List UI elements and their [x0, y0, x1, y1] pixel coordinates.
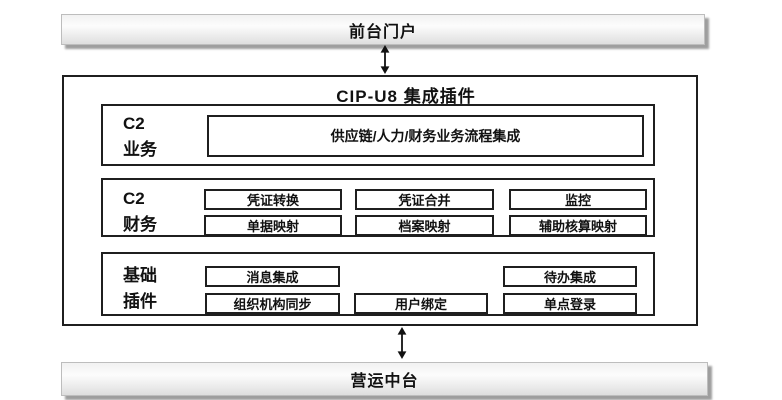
section-label-line2: 财务	[123, 215, 157, 234]
double-arrow-bottom-icon	[394, 327, 410, 359]
double-arrow-top-icon	[377, 45, 393, 74]
section-c2-finance: C2 财务 凭证转换 凭证合并 监控 单据映射 档案映射 辅助核算映射	[101, 178, 655, 237]
box-auxiliary-accounting-mapping: 辅助核算映射	[509, 215, 647, 236]
section-c2-finance-label: C2 财务	[123, 186, 157, 238]
box-archive-mapping: 档案映射	[355, 215, 494, 236]
box-voucher-conversion: 凭证转换	[204, 189, 342, 210]
section-label-line2: 业务	[123, 140, 157, 159]
plugin-title: CIP-U8 集成插件	[336, 87, 476, 106]
plugin-container: CIP-U8 集成插件 C2 业务 供应链/人力/财务业务流程集成 C2 财务 …	[62, 75, 698, 326]
box-voucher-merge: 凭证合并	[355, 189, 494, 210]
box-single-sign-on: 单点登录	[503, 293, 637, 314]
box-todo-integration: 待办集成	[503, 266, 637, 287]
box-message-integration: 消息集成	[205, 266, 340, 287]
operations-platform-bar: 营运中台	[61, 362, 708, 396]
operations-platform-label: 营运中台	[350, 373, 419, 390]
section-label-line2: 插件	[123, 292, 157, 311]
section-label-line1: 基础	[123, 266, 157, 285]
section-basic-plugins: 基础 插件 消息集成 待办集成 组织机构同步 用户绑定 单点登录	[101, 252, 655, 316]
section-label-line1: C2	[123, 189, 145, 208]
box-business-process-integration: 供应链/人力/财务业务流程集成	[207, 115, 644, 157]
section-label-line1: C2	[123, 114, 145, 133]
box-document-mapping: 单据映射	[204, 215, 342, 236]
section-c2-business: C2 业务 供应链/人力/财务业务流程集成	[101, 104, 655, 166]
box-organization-sync: 组织机构同步	[205, 293, 340, 314]
section-c2-business-label: C2 业务	[123, 111, 157, 163]
front-portal-bar: 前台门户	[61, 14, 705, 45]
box-monitoring: 监控	[509, 189, 647, 210]
box-user-binding: 用户绑定	[354, 293, 488, 314]
section-basic-plugins-label: 基础 插件	[123, 263, 157, 315]
front-portal-label: 前台门户	[348, 23, 417, 41]
